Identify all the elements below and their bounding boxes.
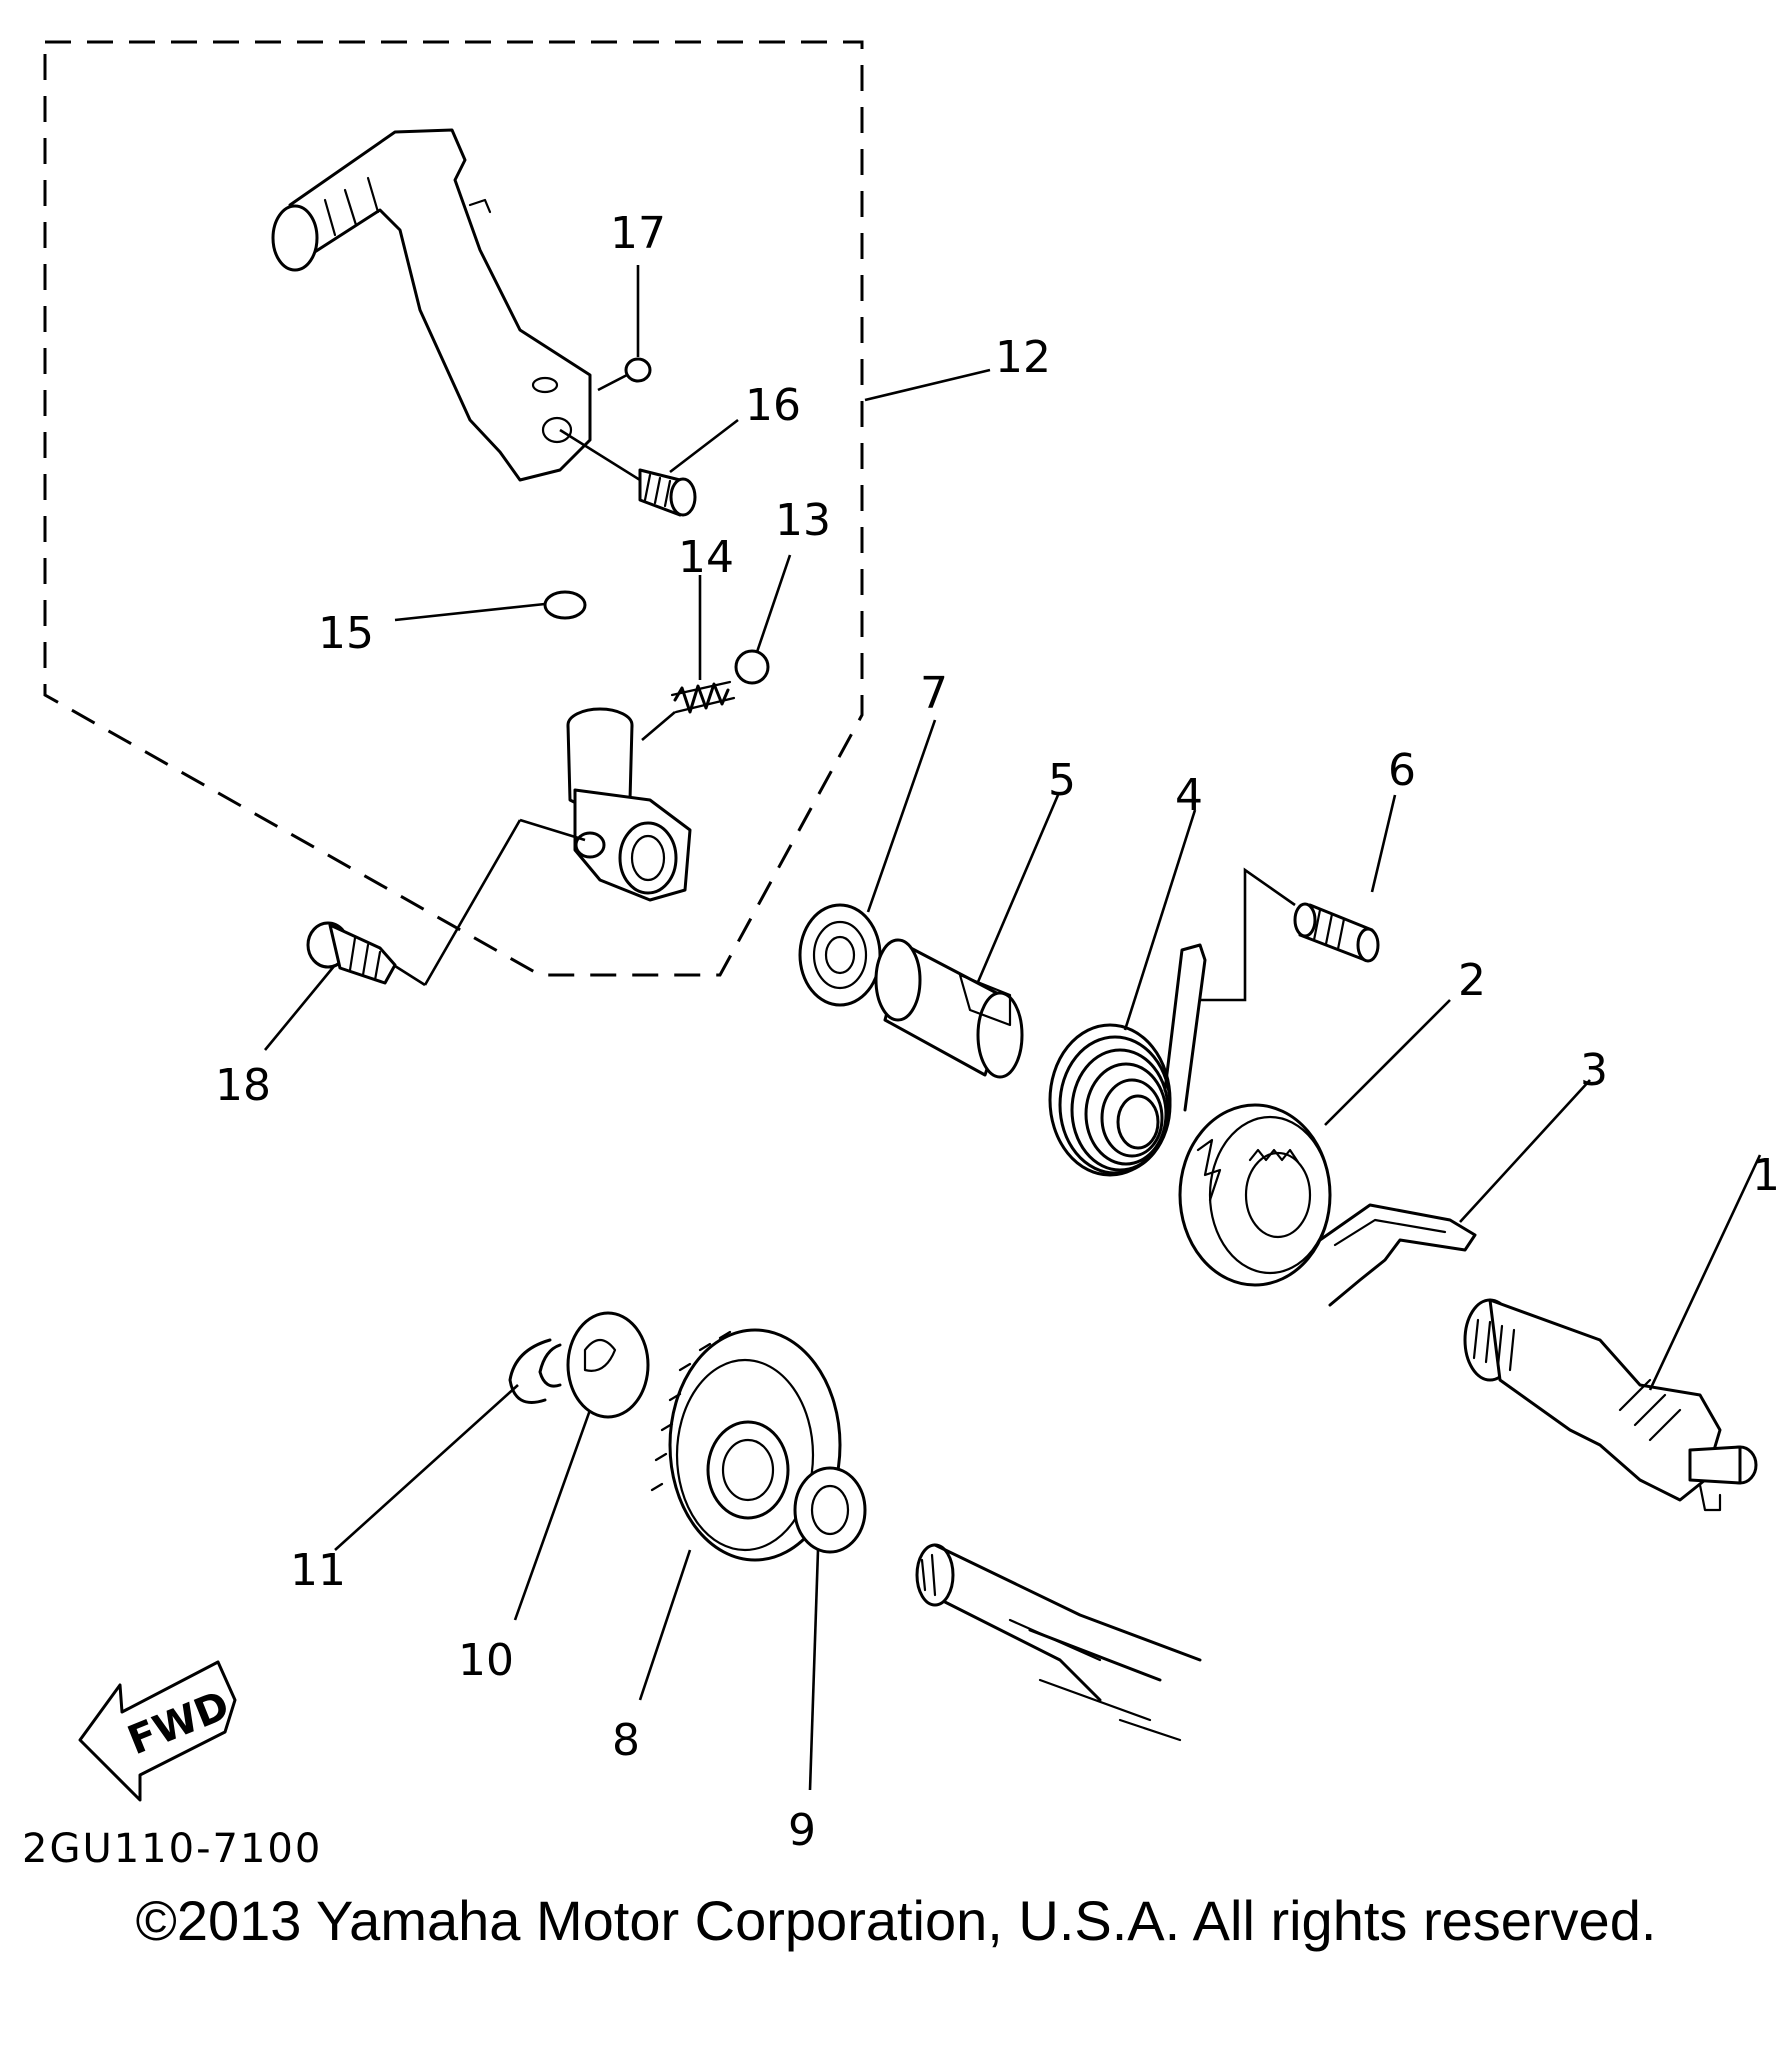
- part-5-collar: [874, 794, 1060, 1079]
- part-3-clip: [1318, 1079, 1591, 1307]
- part-11-circlip: [334, 1338, 562, 1551]
- part-18-bolt: [263, 921, 426, 1051]
- shaft: [915, 1543, 1202, 1742]
- part-number-17: 17: [610, 208, 666, 259]
- part-number-1: 1: [1752, 1150, 1780, 1201]
- part-number-14: 14: [678, 532, 734, 583]
- part-1-kick-axle: [1463, 1154, 1762, 1512]
- part-17-nut: [597, 265, 652, 392]
- drawing-code: 2GU110-7100: [22, 1826, 322, 1872]
- part-number-8: 8: [612, 1715, 640, 1766]
- part-14-spring: [670, 575, 736, 714]
- part-number-15: 15: [318, 608, 374, 659]
- part-number-4: 4: [1175, 770, 1203, 821]
- assembly-12-boundary: [43, 40, 864, 977]
- kick-pedal-arm: [271, 128, 592, 482]
- part-number-12: 12: [995, 332, 1051, 383]
- part-number-13: 13: [775, 495, 831, 546]
- part-2-ratchet: [1178, 999, 1451, 1287]
- fwd-arrow: FWD: [78, 1660, 237, 1802]
- part-16-bolt: [559, 418, 739, 517]
- part-number-11: 11: [290, 1545, 346, 1596]
- part-number-5: 5: [1048, 755, 1076, 806]
- part-number-18: 18: [215, 1060, 271, 1111]
- part-10-washer: [513, 1311, 650, 1621]
- part-9-washer: [793, 1466, 867, 1791]
- part-7-bearing: [798, 719, 937, 1007]
- part-number-7: 7: [920, 668, 948, 719]
- part-number-10: 10: [458, 1635, 514, 1686]
- part-number-2: 2: [1458, 955, 1486, 1006]
- part-6-pin: [1200, 794, 1397, 1002]
- part-13-ball: [734, 554, 792, 685]
- part-number-6: 6: [1388, 745, 1416, 796]
- kick-boss: [423, 707, 692, 986]
- part-15-o-ring: [394, 590, 587, 622]
- part-number-3: 3: [1580, 1045, 1608, 1096]
- part-4-spring: [1048, 809, 1207, 1177]
- part-number-9: 9: [788, 1805, 816, 1856]
- copyright-notice: ©2013 Yamaha Motor Corporation, U.S.A. A…: [135, 1889, 1657, 1952]
- part-12-leader: [864, 368, 991, 402]
- part-number-16: 16: [745, 380, 801, 431]
